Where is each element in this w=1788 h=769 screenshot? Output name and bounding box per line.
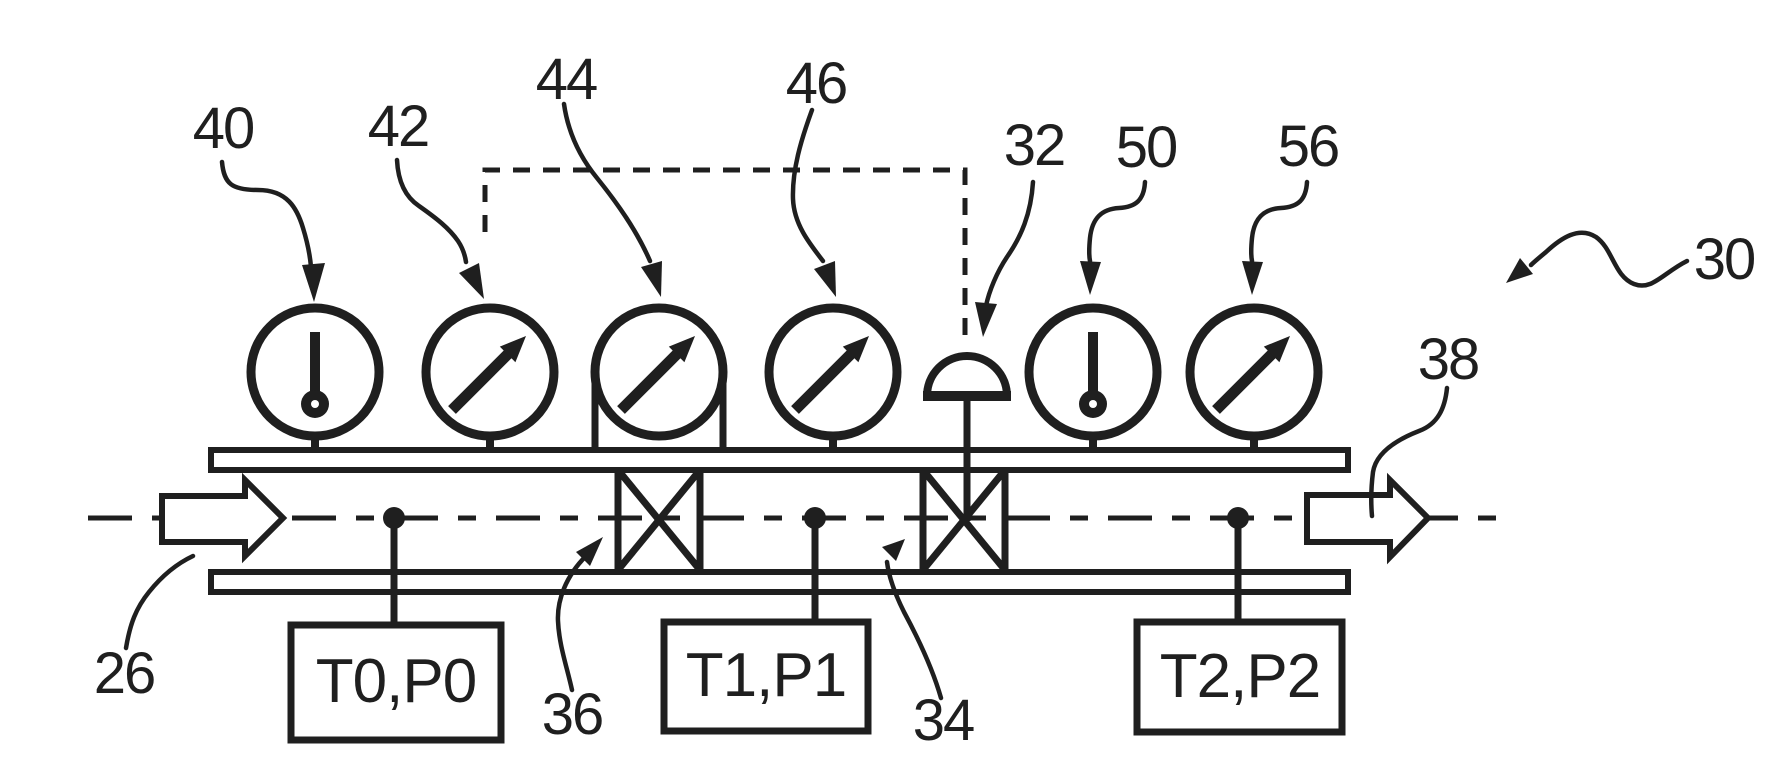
leader-30	[1528, 230, 1690, 288]
leader-56-arrowhead-icon	[1242, 261, 1263, 295]
leader-34-arrowhead-icon	[882, 539, 905, 561]
tap-dot-t1	[804, 507, 826, 529]
pressure-needle-56-icon	[1212, 336, 1290, 414]
label-30: 30	[1693, 227, 1756, 292]
leader-arrowheads	[302, 258, 1533, 566]
leader-42-arrowhead-icon	[459, 263, 484, 299]
leader-lines	[123, 101, 1690, 701]
sensor-box-t0-text: T0,P0	[315, 647, 477, 716]
sensor-box-t1	[660, 618, 872, 735]
leader-38	[1369, 385, 1450, 519]
leader-34	[884, 559, 944, 701]
control-signal-dashed-line	[482, 167, 968, 345]
sensor-box-t2	[1133, 618, 1346, 736]
label-44: 44	[535, 47, 598, 112]
valve-36-symbol	[614, 467, 704, 573]
leader-26	[123, 553, 196, 651]
label-26: 26	[93, 641, 156, 706]
tap-dot-t0	[383, 507, 405, 529]
leader-40-arrowhead-icon	[302, 263, 325, 302]
sensor-taps	[383, 507, 1249, 625]
leader-36-arrowhead-icon	[576, 537, 603, 566]
pipe-bottom-wall	[208, 569, 1351, 595]
gauge-circles	[246, 303, 1323, 441]
leader-30-arrowhead-icon	[1506, 258, 1533, 283]
label-46: 46	[785, 51, 848, 116]
inlet-flow-arrow-icon	[159, 472, 288, 564]
pressure-needle-42-icon	[448, 336, 526, 414]
label-42: 42	[367, 94, 430, 159]
thermometer-needle-50-icon	[1079, 332, 1107, 418]
valve-actuator-dome-icon	[923, 352, 1011, 401]
leader-44	[561, 101, 653, 264]
thermometer-needle-40-icon	[301, 332, 329, 418]
label-40: 40	[192, 96, 255, 161]
label-56: 56	[1277, 114, 1340, 179]
tap-dot-t2	[1227, 507, 1249, 529]
label-50: 50	[1115, 115, 1178, 180]
label-34: 34	[912, 688, 975, 753]
gauge-manifold-rail	[208, 447, 1351, 473]
valve-34-symbol	[919, 467, 1009, 573]
leader-50-arrowhead-icon	[1080, 261, 1101, 295]
label-32: 32	[1003, 113, 1066, 178]
leader-42	[394, 157, 469, 265]
outlet-flow-arrow-icon	[1304, 472, 1433, 565]
label-38: 38	[1417, 327, 1480, 392]
pressure-needle-44-icon	[617, 336, 695, 414]
sensor-box-t1-text: T1,P1	[685, 641, 847, 710]
leader-44-arrowhead-icon	[641, 261, 662, 297]
leader-32-arrowhead-icon	[975, 302, 997, 337]
label-36: 36	[541, 682, 604, 747]
pressure-needle-46-icon	[791, 336, 869, 414]
sensor-boxes	[287, 618, 1346, 744]
sensor-box-t2-text: T2,P2	[1159, 642, 1321, 711]
leader-32	[983, 179, 1036, 309]
sensor-box-t0	[287, 621, 505, 744]
leader-50	[1087, 179, 1148, 264]
leader-46	[790, 107, 826, 264]
leader-36	[555, 553, 589, 693]
leader-40	[219, 159, 314, 270]
leader-56	[1249, 179, 1310, 264]
leader-46-arrowhead-icon	[814, 261, 836, 297]
